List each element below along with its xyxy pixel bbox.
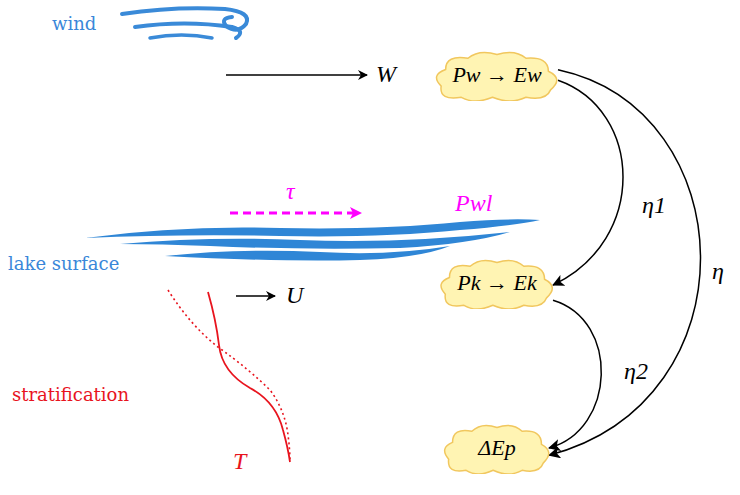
text-label: τ — [286, 178, 295, 206]
text-label: W — [376, 61, 396, 89]
node-text: ΔEp — [478, 435, 515, 461]
flow-arrow — [553, 80, 623, 285]
temperature-profile — [208, 292, 290, 462]
cloud-node: ΔEp — [439, 422, 555, 474]
text-label: lake surface — [8, 254, 119, 275]
node-text: Pw → Ew — [452, 62, 541, 88]
wind-arrow — [226, 74, 367, 76]
wind-symbol — [122, 8, 247, 38]
cloud-node: Pw → Ew — [430, 49, 564, 101]
node-text: Pk → Ek — [457, 270, 536, 296]
text-label: wind — [52, 14, 96, 35]
efficiency-label: η — [710, 258, 726, 284]
stress-arrow — [230, 212, 360, 215]
text-label: stratification — [12, 385, 129, 406]
flow-arrow — [549, 300, 601, 448]
temperature-profile-dotted — [168, 290, 290, 462]
text-label: Pwl — [455, 190, 492, 218]
text-label: U — [286, 282, 303, 310]
lake-surface-waves — [85, 219, 540, 260]
flow-arrow — [549, 70, 701, 455]
efficiency-label: η1 — [640, 192, 668, 218]
text-label: T — [233, 448, 246, 476]
cloud-node: Pk → Ek — [435, 257, 559, 309]
current-arrow — [236, 295, 275, 297]
efficiency-label: η2 — [622, 358, 650, 384]
